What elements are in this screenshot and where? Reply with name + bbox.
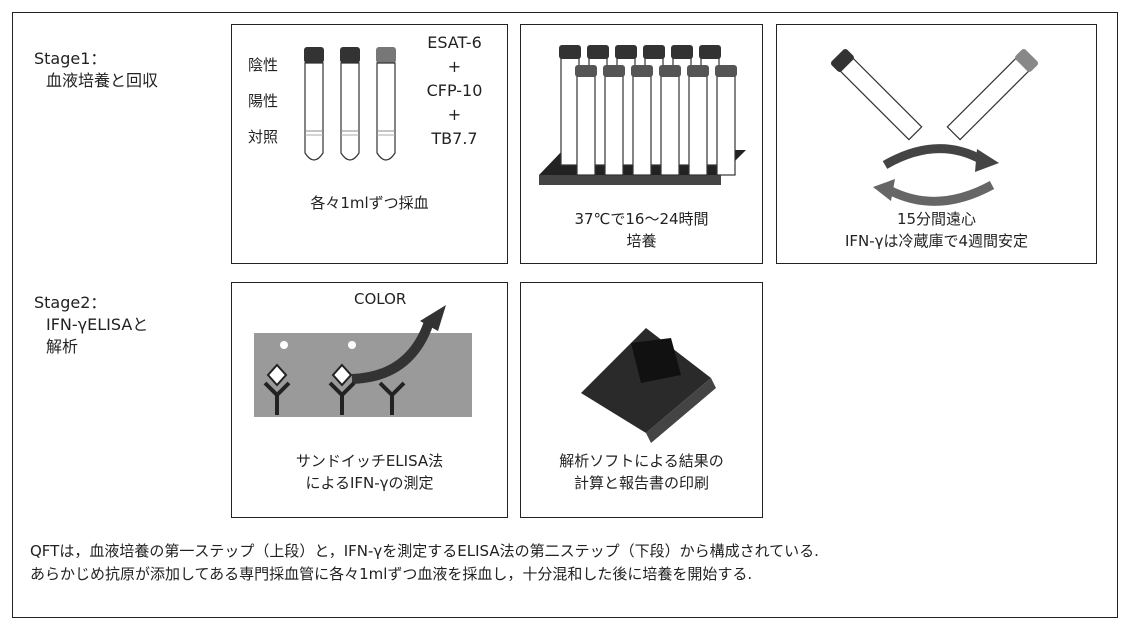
tube-right bbox=[946, 48, 1039, 141]
panel3-caption-line2: IFN-γは冷蔵庫で4週間安定 bbox=[844, 232, 1029, 250]
stage1-title: Stage1： bbox=[34, 49, 107, 68]
stage2-subtitle-2: 解析 bbox=[46, 337, 79, 356]
antibody-icons bbox=[263, 381, 406, 415]
panel5-caption-line1: 解析ソフトによる結果の bbox=[559, 452, 724, 470]
panel4-caption-line1: サンドイッチELISA法 bbox=[295, 452, 444, 470]
antigen-plus-2: + bbox=[447, 105, 462, 124]
caption-line1: QFTは，血液培養の第一ステップ（上段）と，IFN-γを測定するELISA法の第… bbox=[30, 542, 819, 560]
panel5-caption-line2: 計算と報告書の印刷 bbox=[573, 474, 709, 492]
panel-blood-collection: 陰性 陽性 対照 ESAT-6 + CFP-10 + TB7.7 各々1mlずつ… bbox=[231, 24, 508, 264]
panel2-caption-line1: 37℃で16～24時間 bbox=[574, 210, 709, 228]
panel-analysis: 解析ソフトによる結果の 計算と報告書の印刷 bbox=[520, 282, 763, 518]
figure-caption: QFTは，血液培養の第一ステップ（上段）と，IFN-γを測定するELISA法の第… bbox=[30, 540, 819, 586]
panel2-caption-line2: 培養 bbox=[626, 232, 657, 250]
stage2-label: Stage2： IFN-γELISAと 解析 bbox=[34, 292, 148, 358]
antigen-plus-1: + bbox=[447, 57, 462, 76]
color-label: COLOR bbox=[354, 290, 407, 308]
caption-line2: あらかじめ抗原が添加してある専門採血管に各々1mlずつ血液を採血し，十分混和した… bbox=[30, 565, 753, 583]
elisa-illustration bbox=[254, 305, 472, 417]
tube-rack-illustration bbox=[539, 45, 746, 185]
centrifuge-illustration bbox=[830, 48, 1039, 206]
antigen-cfp10: CFP-10 bbox=[426, 81, 483, 100]
tube-label-negative: 陰性 bbox=[248, 56, 279, 74]
antigen-tb77: TB7.7 bbox=[431, 129, 478, 148]
stage2-subtitle: IFN-γELISAと bbox=[46, 315, 149, 334]
antigen-list: ESAT-6 + CFP-10 + TB7.7 bbox=[412, 31, 497, 151]
report-printout-illustration bbox=[581, 328, 716, 443]
figure-frame bbox=[12, 12, 1118, 618]
stage1-label: Stage1： 血液培養と回収 bbox=[34, 48, 158, 92]
blood-tubes-illustration bbox=[304, 47, 396, 161]
panel4-caption-line2: によるIFN-γの測定 bbox=[305, 474, 434, 492]
panel-elisa: COLOR サンドイッチELISA法 によるIFN-γの測定 bbox=[231, 282, 508, 518]
stage1-subtitle: 血液培養と回収 bbox=[46, 71, 159, 90]
tube-antigen bbox=[376, 47, 396, 161]
tube-left bbox=[830, 48, 923, 141]
elisa-color-arrow-icon bbox=[351, 305, 446, 384]
tube-positive bbox=[340, 47, 360, 161]
antigen-diamond-icons bbox=[266, 363, 353, 387]
tube-label-positive: 陽性 bbox=[248, 92, 279, 110]
panel-centrifuge: 15分間遠心 IFN-γは冷蔵庫で4週間安定 bbox=[776, 24, 1097, 264]
antigen-esat6: ESAT-6 bbox=[427, 33, 482, 52]
panel-incubation: 37℃で16～24時間 培養 bbox=[520, 24, 763, 264]
panel1-caption: 各々1mlずつ採血 bbox=[310, 194, 429, 212]
rotation-arrows-icon bbox=[873, 144, 999, 206]
tube-label-control: 対照 bbox=[248, 128, 279, 146]
stage2-title: Stage2： bbox=[34, 293, 107, 312]
panel3-caption-line1: 15分間遠心 bbox=[896, 210, 977, 228]
tube-negative bbox=[304, 47, 324, 161]
